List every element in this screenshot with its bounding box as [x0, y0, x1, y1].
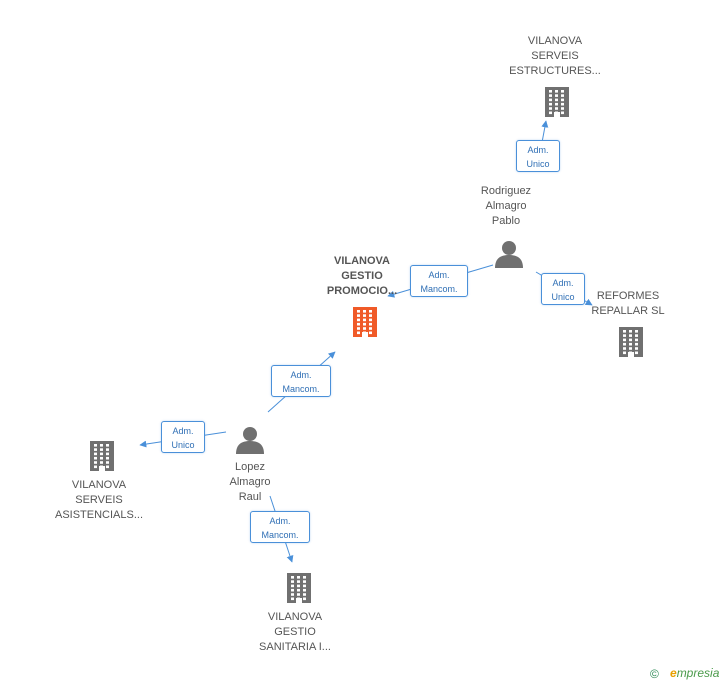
person-silhouette-icon: [495, 241, 523, 268]
company-label[interactable]: REFORMES REPALLAR SL: [591, 290, 665, 317]
person-icon[interactable]: [494, 240, 524, 273]
role-badge[interactable]: Adm. Unico: [541, 273, 585, 305]
building-icon: [90, 441, 114, 471]
role-badge[interactable]: Adm. Mancom.: [250, 511, 310, 543]
copyright-symbol: ©: [650, 667, 659, 681]
person-icon[interactable]: [235, 426, 265, 459]
person-silhouette-icon: [236, 427, 264, 454]
role-badge[interactable]: Adm. Unico: [161, 421, 205, 453]
company-label[interactable]: VILANOVA SERVEIS ESTRUCTURES...: [509, 35, 601, 77]
building-icon: [353, 307, 377, 337]
company-building-icon[interactable]: [541, 86, 573, 123]
building-icon: [287, 573, 311, 603]
person-label[interactable]: Rodriguez Almagro Pablo: [480, 185, 532, 227]
company-building-icon[interactable]: [86, 440, 118, 477]
building-icon: [545, 87, 569, 117]
company-label[interactable]: VILANOVA GESTIO SANITARIA I...: [259, 611, 331, 653]
company-building-icon[interactable]: [615, 326, 647, 363]
focus-company-building-icon[interactable]: [349, 306, 381, 343]
brand-logo[interactable]: empresia: [670, 666, 720, 680]
company-building-icon[interactable]: [283, 572, 315, 609]
person-label[interactable]: Lopez Almagro Raul: [229, 461, 271, 503]
focus-company-label[interactable]: VILANOVA GESTIO PROMOCIO...: [326, 255, 398, 297]
role-badge[interactable]: Adm. Mancom.: [410, 265, 468, 297]
building-icon: [619, 327, 643, 357]
role-badge[interactable]: Adm. Mancom.: [271, 365, 331, 397]
role-badge[interactable]: Adm. Unico: [516, 140, 560, 172]
company-label[interactable]: VILANOVA SERVEIS ASISTENCIALS...: [54, 479, 144, 521]
